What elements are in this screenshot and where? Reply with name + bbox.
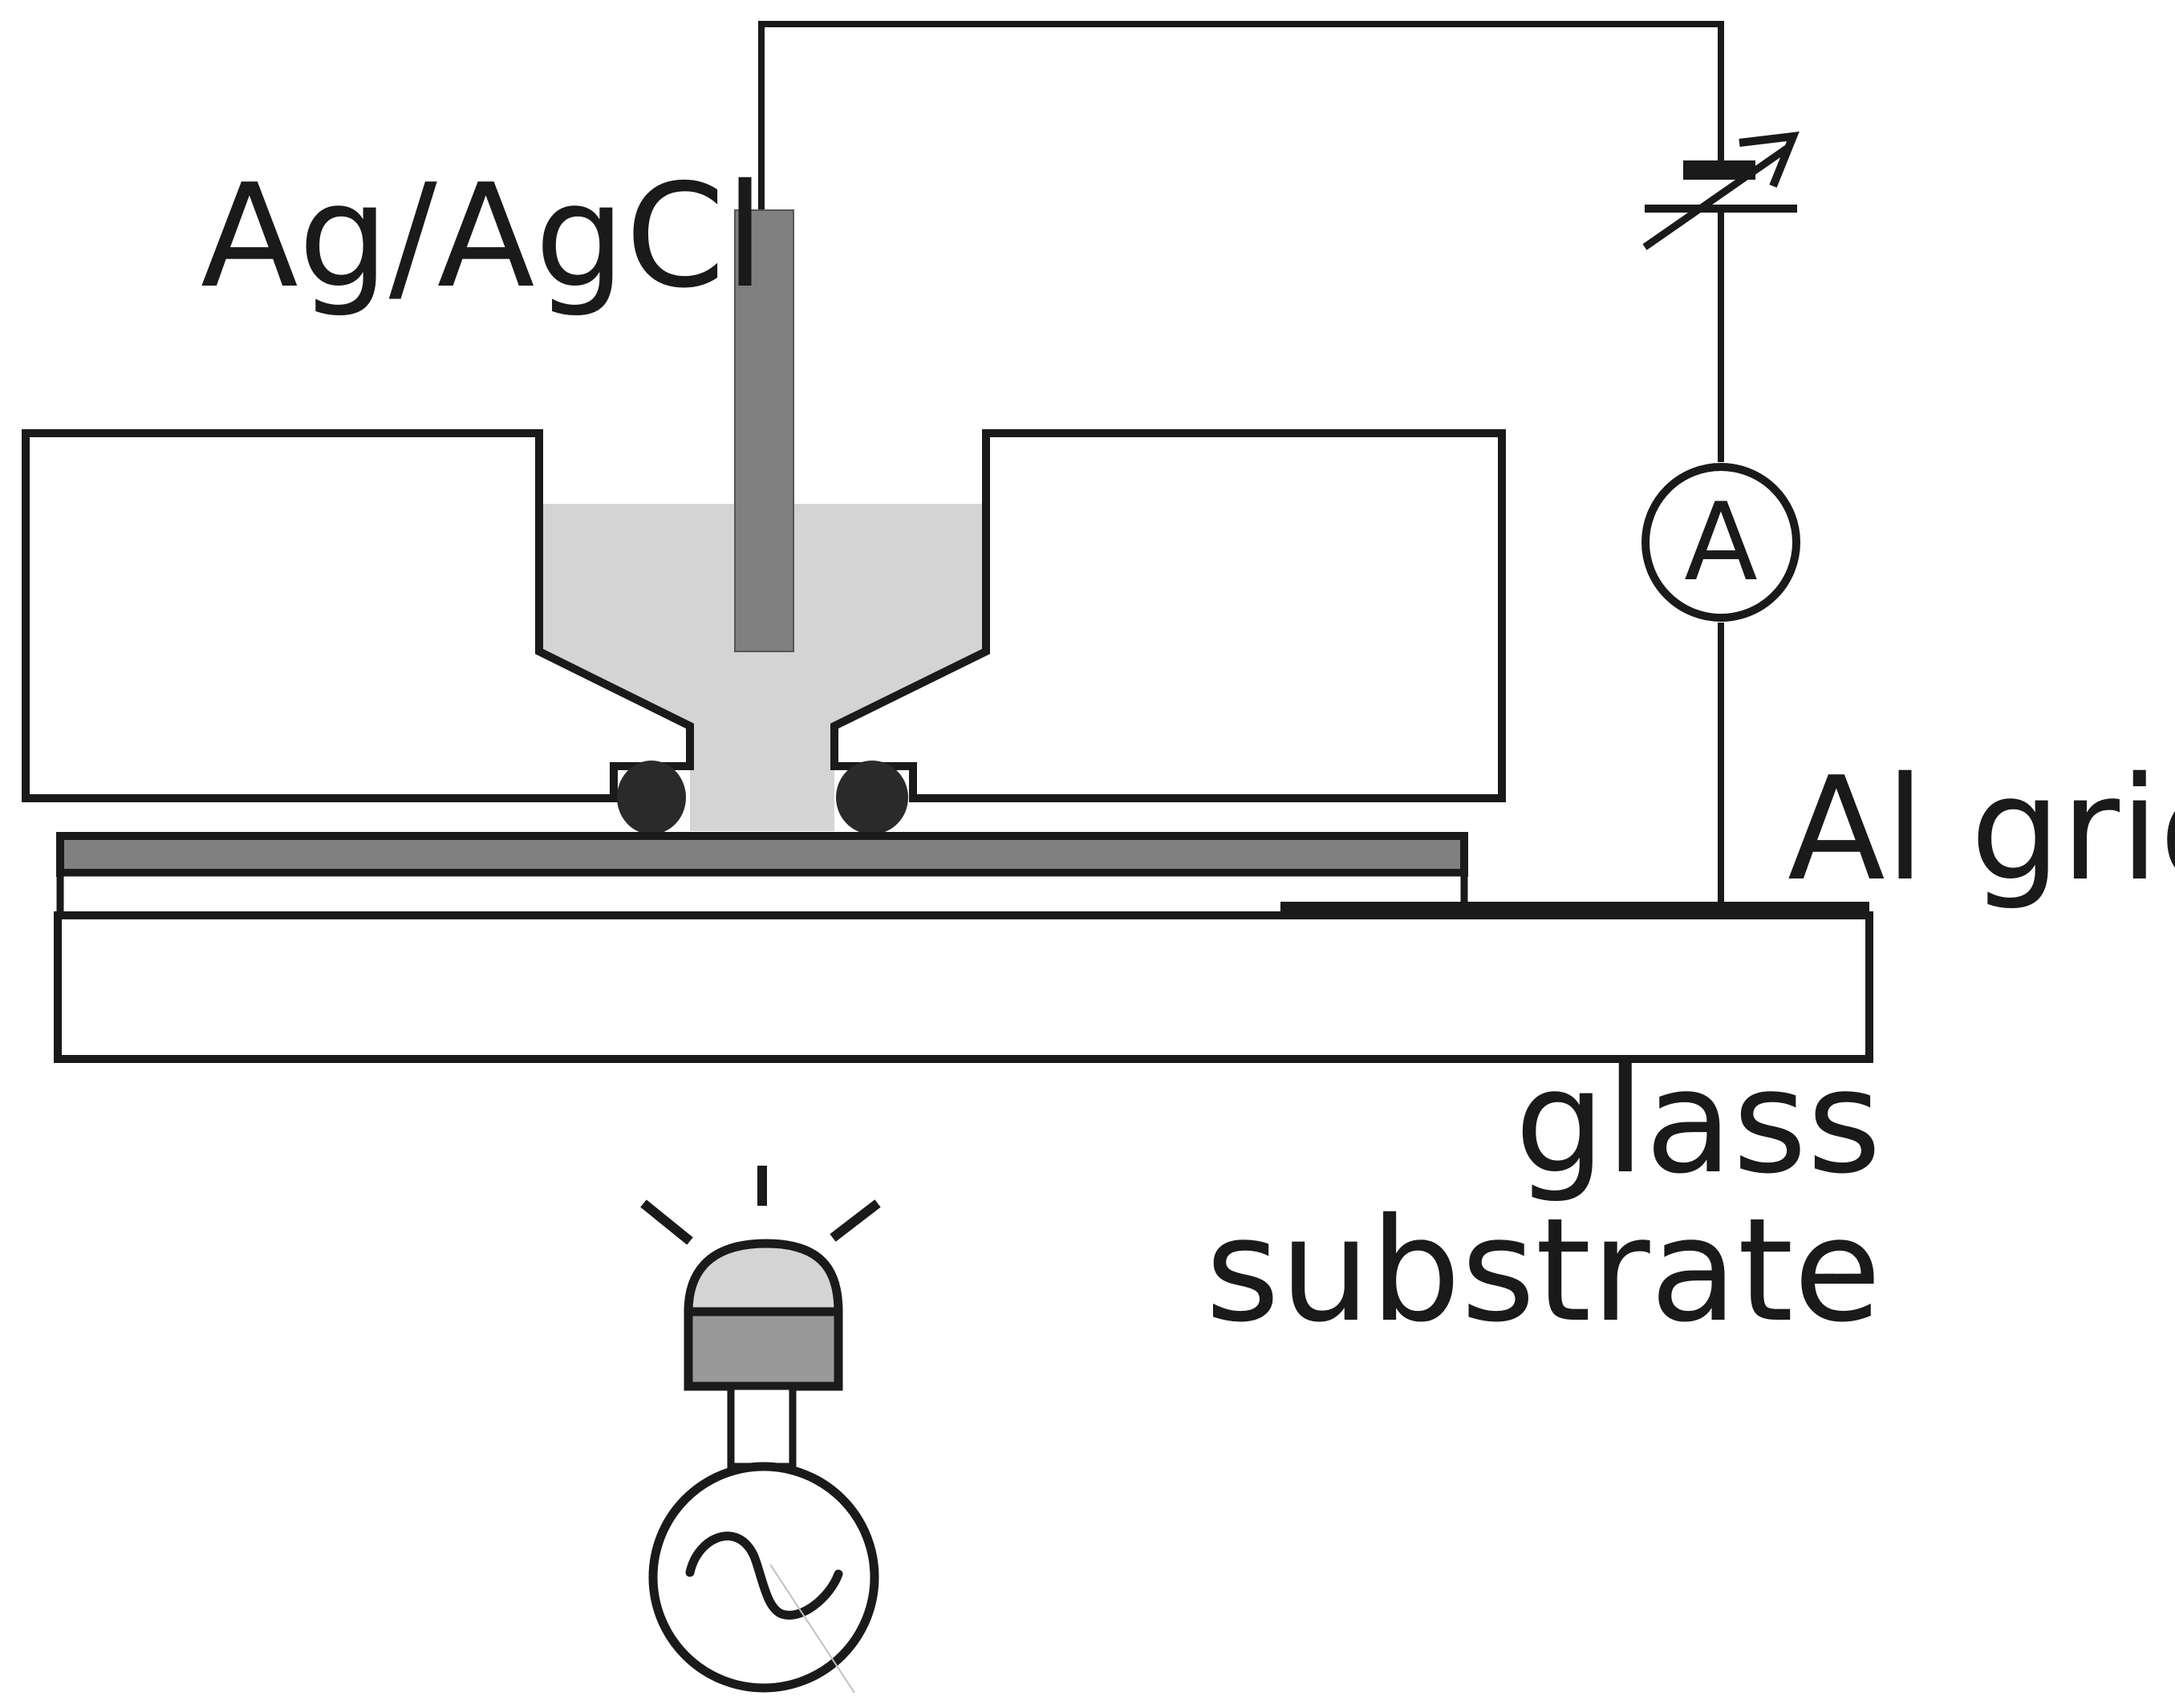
lamp-dome — [684, 1239, 843, 1316]
al-grid-label: Al grid — [1787, 746, 2175, 912]
light-source-icon — [640, 1166, 881, 1471]
ammeter-symbol: A — [1684, 480, 1758, 605]
electrolyte — [539, 504, 986, 831]
variable-arrow-shaft — [1642, 144, 1792, 250]
light-ray-right — [830, 1199, 881, 1242]
variable-arrow-head — [1739, 132, 1800, 188]
substrate-label: substrate — [1205, 1187, 1881, 1353]
o-ring-left — [617, 761, 686, 834]
glass-label: glass — [1515, 1039, 1881, 1205]
lamp-stem — [727, 1382, 797, 1471]
cell-housing-right — [830, 429, 1506, 802]
light-ray-left — [640, 1199, 693, 1245]
lamp-base — [684, 1307, 843, 1391]
sample-film — [56, 832, 1468, 877]
glass-substrate — [54, 911, 1873, 1063]
ammeter-circle — [1641, 463, 1800, 622]
circuit-wire — [758, 21, 1724, 210]
ag-agcl-electrode — [734, 209, 794, 652]
battery-long-plate — [1645, 205, 1797, 213]
variable-voltage-source-icon — [1642, 132, 1800, 250]
ag-agcl-label: Ag/AgCl — [201, 153, 765, 319]
sample-layer — [56, 869, 1468, 919]
hatch-line — [769, 1564, 855, 1694]
o-ring-right — [836, 761, 908, 834]
ammeter-icon: A — [1641, 463, 1800, 622]
cell-housing-left — [22, 429, 694, 802]
ac-power-source-icon — [648, 1462, 879, 1694]
sine-wave-icon — [685, 1532, 843, 1620]
